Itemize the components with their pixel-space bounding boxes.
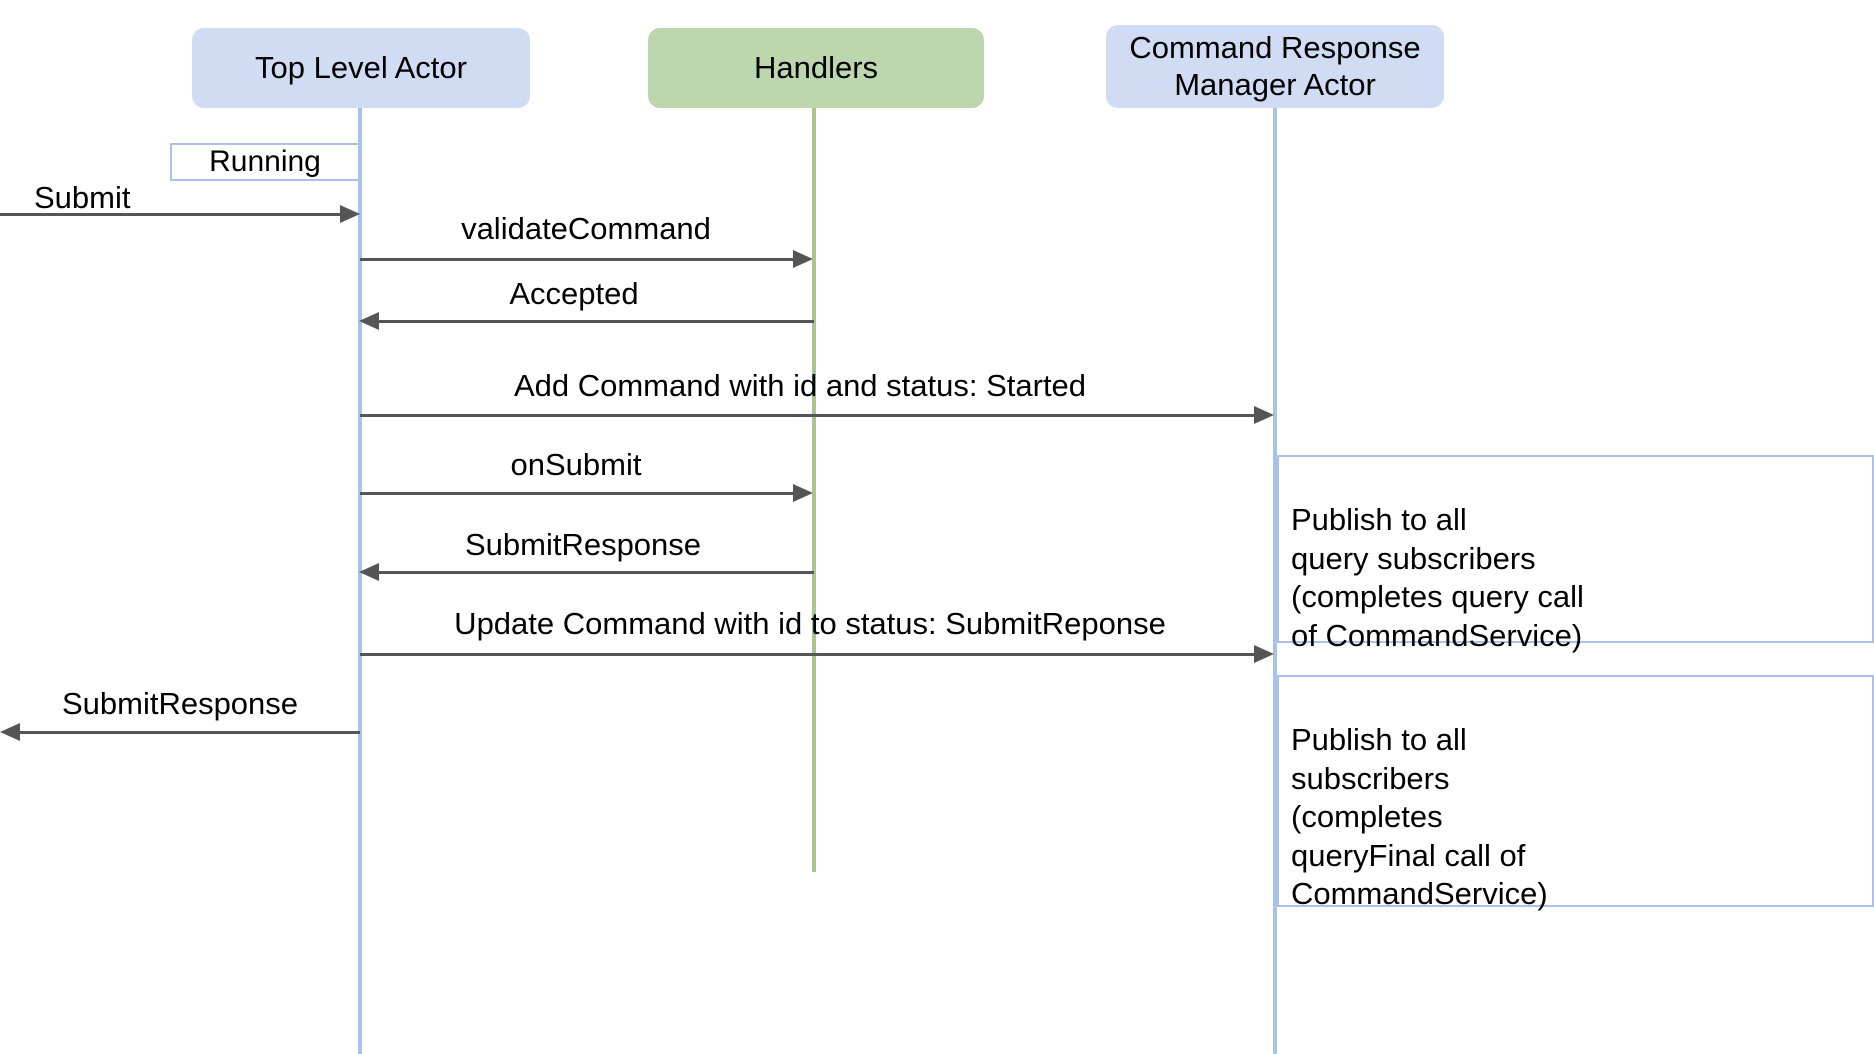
state-label-running-text: Running — [209, 145, 321, 178]
message-line-validate-command — [360, 258, 794, 261]
message-arrowhead-add-command — [1254, 406, 1274, 424]
participant-top-level-actor[interactable]: Top Level Actor — [192, 28, 530, 108]
message-line-add-command — [360, 414, 1255, 417]
message-label-validate-command: validateCommand — [461, 211, 711, 246]
note-query-subscribers: Publish to all query subscribers (comple… — [1277, 455, 1874, 653]
message-label-submit-response-handler: SubmitResponse — [464, 527, 702, 562]
note-query-subscribers-text: Publish to all query subscribers (comple… — [1291, 502, 1584, 653]
message-line-accepted — [378, 320, 814, 323]
message-label-accepted: Accepted — [509, 276, 639, 311]
message-label-submit: Submit — [34, 180, 131, 215]
message-arrowhead-validate-command — [793, 250, 813, 268]
message-arrowhead-submit — [340, 205, 360, 223]
participant-command-response-manager-actor[interactable]: Command Response Manager Actor — [1106, 25, 1444, 108]
message-arrowhead-submit-response-out — [0, 723, 20, 741]
message-arrowhead-on-submit — [793, 484, 813, 502]
state-label-running: Running — [170, 143, 360, 181]
participant-command-response-manager-actor-label: Command Response Manager Actor — [1129, 29, 1421, 102]
lifeline-command-response-manager-actor — [1273, 104, 1277, 1054]
message-label-on-submit: onSubmit — [510, 447, 642, 482]
participant-top-level-actor-label: Top Level Actor — [255, 49, 467, 85]
message-label-update-command: Update Command with id to status: Submit… — [454, 606, 1166, 641]
participant-handlers-label: Handlers — [753, 49, 879, 85]
note-all-subscribers-text: Publish to all subscribers (completes qu… — [1291, 722, 1548, 912]
message-line-update-command — [360, 653, 1255, 656]
message-arrowhead-submit-response-handler — [359, 563, 379, 581]
message-arrowhead-accepted — [359, 312, 379, 330]
message-line-on-submit — [360, 492, 794, 495]
message-line-submit-response-handler — [378, 571, 814, 574]
lifeline-handlers — [812, 104, 816, 872]
message-label-add-command: Add Command with id and status: Started — [513, 368, 1087, 403]
message-line-submit — [0, 213, 342, 216]
note-all-subscribers: Publish to all subscribers (completes qu… — [1277, 675, 1874, 911]
participant-handlers[interactable]: Handlers — [648, 28, 984, 108]
message-line-submit-response-out — [18, 731, 360, 734]
message-arrowhead-update-command — [1254, 645, 1274, 663]
message-label-submit-response-out: SubmitResponse — [61, 686, 299, 721]
